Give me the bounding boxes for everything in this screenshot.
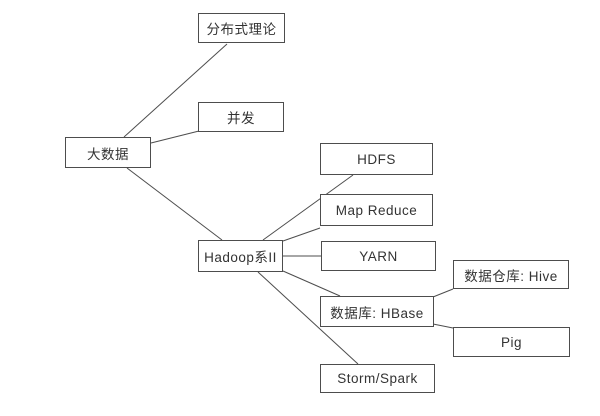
- edge-hadoop-hbase: [282, 270, 341, 297]
- node-hive[interactable]: 数据仓库: Hive: [453, 260, 569, 289]
- node-concurrency[interactable]: 并发: [198, 102, 284, 132]
- node-hadoop[interactable]: Hadoop系II: [198, 240, 283, 272]
- edge-hadoop-storm: [257, 271, 359, 365]
- node-hbase[interactable]: 数据库: HBase: [320, 296, 434, 327]
- edge-hbase-pig: [432, 323, 454, 329]
- edge-bigdata-hadoop: [126, 167, 223, 241]
- edge-hbase-hive: [432, 288, 454, 298]
- node-yarn[interactable]: YARN: [321, 241, 436, 271]
- edge-hadoop-mapreduce: [282, 227, 321, 242]
- node-hdfs[interactable]: HDFS: [320, 143, 433, 175]
- node-pig[interactable]: Pig: [453, 327, 570, 357]
- node-distributed[interactable]: 分布式理论: [198, 13, 285, 43]
- edge-bigdata-concurrency: [150, 130, 200, 144]
- edge-hadoop-hdfs: [262, 174, 354, 241]
- node-mapreduce[interactable]: Map Reduce: [320, 194, 433, 226]
- node-storm[interactable]: Storm/Spark: [320, 364, 435, 393]
- node-bigdata[interactable]: 大数据: [65, 137, 151, 168]
- edge-bigdata-distributed: [123, 43, 228, 138]
